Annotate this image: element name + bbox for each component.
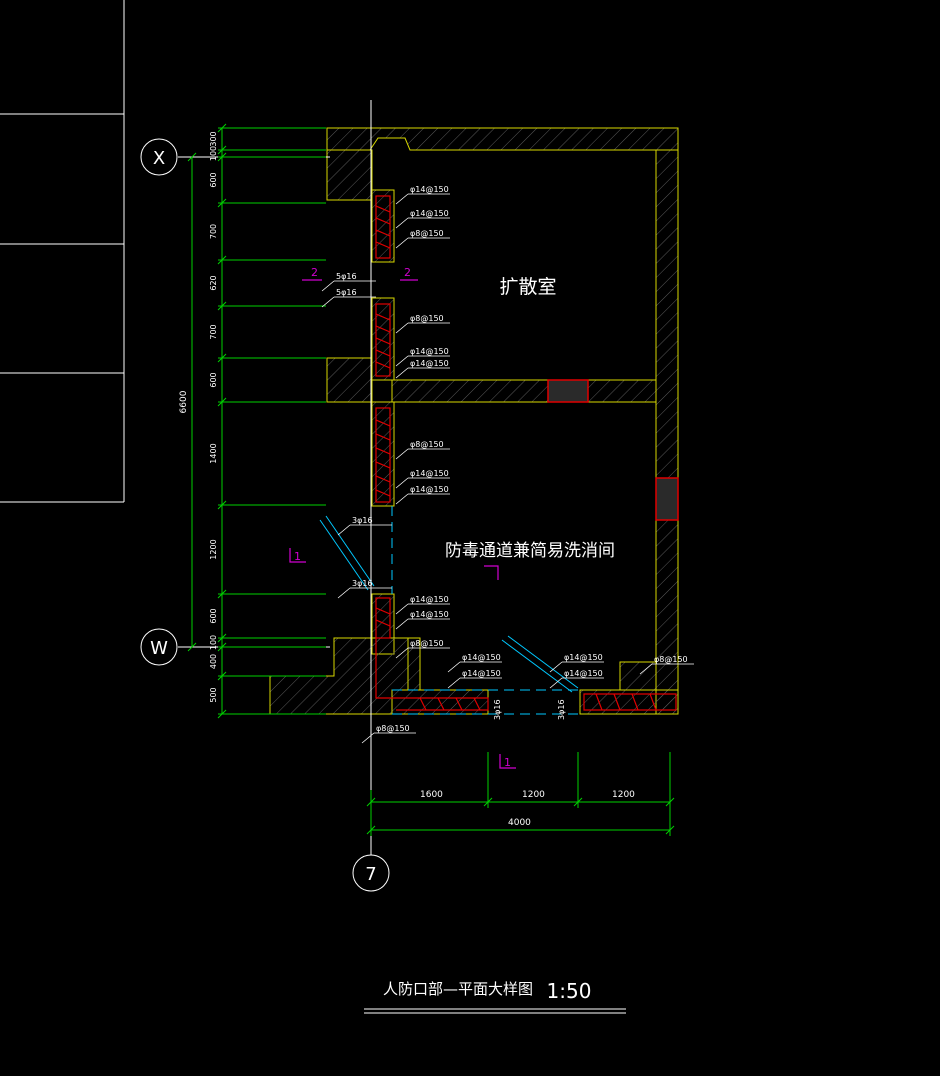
rebar-label: φ14@150 (410, 347, 449, 356)
wall-left-column (371, 189, 395, 263)
title-underline (364, 1008, 626, 1014)
dim-left-8: 1400 (209, 443, 218, 463)
wall-left-column-3 (371, 401, 395, 507)
drawing-scale: 1:50 (547, 979, 592, 1003)
section-labels: 2 2 1 1 (294, 266, 511, 769)
dim-left-total: 6600 (179, 390, 189, 413)
rebar-label: φ14@150 (410, 595, 449, 604)
rebar-label: φ14@150 (410, 209, 449, 218)
dim-left-13: 500 (209, 687, 218, 702)
rebar-label: φ8@150 (376, 724, 410, 733)
rebar-label: 3φ16 (352, 516, 373, 525)
axis-bubble-7: 7 (352, 854, 390, 892)
rebar-cage-3 (375, 407, 391, 503)
dim-left-11: 100 (209, 635, 218, 650)
dim-bottom-3: 1200 (612, 790, 635, 800)
section-markers (289, 279, 516, 769)
rebar-label: φ8@150 (410, 440, 444, 449)
title-block-panel (0, 0, 125, 503)
vent-opening-middle (547, 379, 589, 403)
dim-left-2: 100 (209, 146, 218, 161)
wall-left-column-2 (371, 297, 395, 381)
dim-left-10: 600 (209, 608, 218, 623)
rebar-details (375, 195, 677, 711)
axis-bubble-x: X (140, 138, 178, 176)
wall-bottom-stub-right (619, 661, 657, 691)
rebar-cage-1 (375, 195, 391, 259)
rebar-leaders (321, 193, 694, 744)
axis-bubble-w: W (140, 628, 178, 666)
svg-text:7: 7 (365, 864, 376, 885)
dim-bottom-total: 4000 (508, 818, 531, 828)
svg-text:X: X (153, 148, 165, 169)
rebar-label: φ8@150 (410, 314, 444, 323)
rebar-bottom-left (375, 638, 489, 711)
rebar-label: φ14@150 (564, 669, 603, 678)
rebar-label: φ14@150 (462, 669, 501, 678)
rebar-cage-2 (375, 303, 391, 377)
dim-left-12: 400 (209, 654, 218, 669)
rebar-label: φ14@150 (410, 469, 449, 478)
dim-left-4: 700 (209, 224, 218, 239)
rebar-label: φ8@150 (410, 229, 444, 238)
svg-text:W: W (150, 638, 168, 659)
dim-left-5: 620 (209, 275, 218, 290)
rebar-label: φ14@150 (410, 610, 449, 619)
rebar-label: 3φ16 (352, 579, 373, 588)
rebar-label: φ14@150 (410, 185, 449, 194)
walls (269, 127, 679, 715)
room-diffusion: 扩散室 (499, 276, 556, 298)
dim-bottom-2: 1200 (522, 790, 545, 800)
rebar-labels: φ14@150 φ14@150 φ8@150 5φ16 5φ16 φ8@150 φ14@15… (336, 185, 688, 733)
rebar-label: 3φ16 (493, 699, 502, 720)
door-lines (319, 506, 580, 715)
rebar-label: φ14@150 (410, 359, 449, 368)
dim-left-9: 1200 (209, 539, 218, 559)
axis-lines (178, 100, 372, 855)
rebar-label: φ14@150 (462, 653, 501, 662)
dim-left-1: 300 (209, 131, 218, 146)
rebar-label: φ14@150 (564, 653, 603, 662)
rebar-label: φ14@150 (410, 485, 449, 494)
section-1-left: 1 (294, 550, 301, 563)
room-decontamination: 防毒通道兼简易洗消间 (445, 541, 615, 561)
dim-left-6: 700 (209, 324, 218, 339)
rebar-label: 3φ16 (557, 699, 566, 720)
wall-top (326, 127, 679, 151)
wall-right (655, 149, 679, 715)
dim-left-7: 600 (209, 372, 218, 387)
wall-middle-horizontal (391, 379, 657, 403)
wall-openings (547, 379, 679, 521)
vent-opening-right (655, 477, 679, 521)
rebar-label: φ8@150 (654, 655, 688, 664)
section-2-left: 2 (311, 266, 318, 279)
rebar-bottom-right (583, 693, 677, 711)
section-1-bottom: 1 (504, 756, 511, 769)
left-dimension-chain (187, 123, 326, 719)
bottom-dimension-chain (366, 752, 675, 836)
wall-left-upper (326, 149, 373, 201)
rebar-cage-4 (375, 597, 391, 639)
wall-middle (326, 357, 373, 403)
rebar-label: 5φ16 (336, 288, 357, 297)
rebar-label: 5φ16 (336, 272, 357, 281)
drawing-title: 人防口部—平面大样图 (383, 980, 533, 998)
rebar-label: φ8@150 (410, 639, 444, 648)
section-2-right: 2 (404, 266, 411, 279)
dim-bottom-1: 1600 (420, 790, 443, 800)
dim-left-3: 600 (209, 172, 218, 187)
bottom-dimension-text: 1600 1200 1200 4000 (420, 790, 635, 828)
